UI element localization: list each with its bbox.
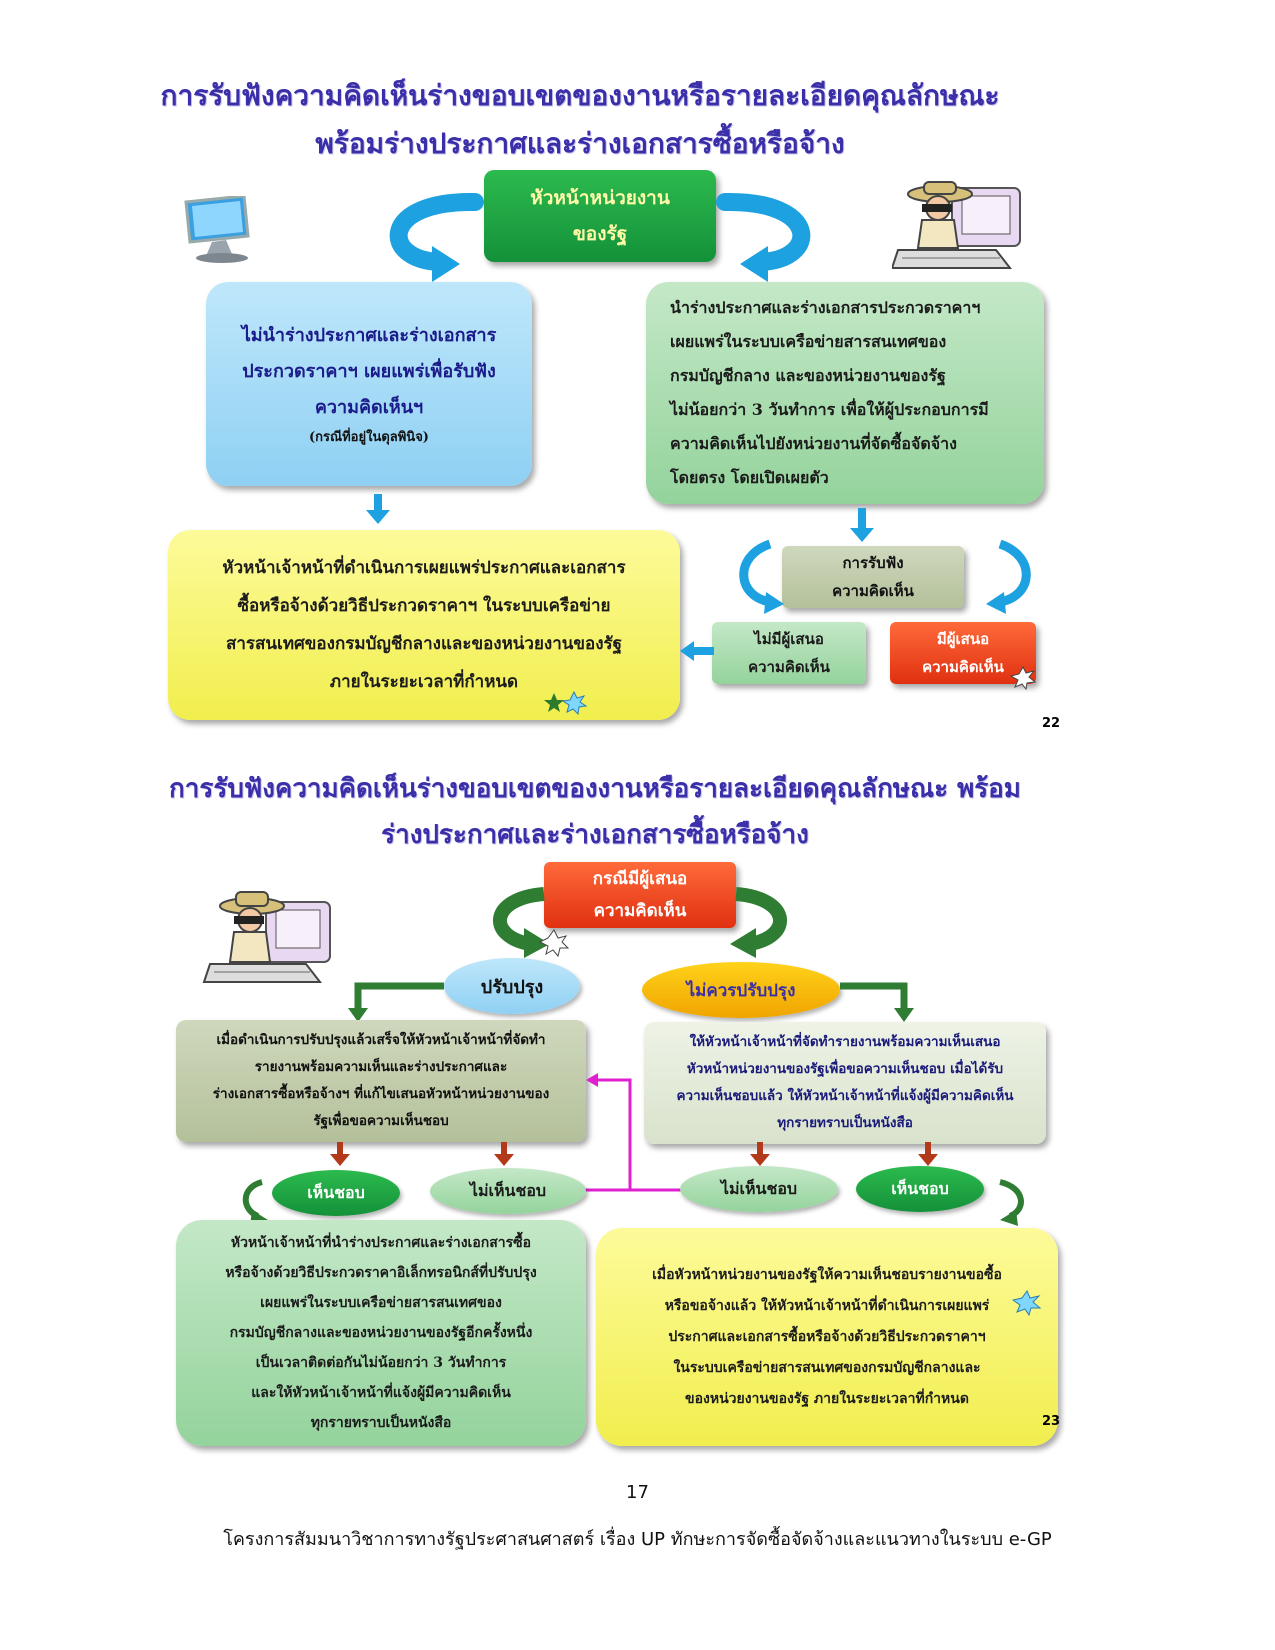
s2-bl-line2: หรือจ้างด้วยวิธีประกวดราคาอิเล็กทรอนิกส์… [225, 1265, 537, 1281]
s2-left-line2: รายงานพร้อมความเห็นและร่างประกาศและ [254, 1059, 508, 1075]
slide2-page-no: 23 [1042, 1414, 1061, 1429]
s2-right-line1: ให้หัวหน้าเจ้าหน้าที่จัดทำรายงานพร้อมควา… [689, 1034, 1001, 1050]
yellow-box-line2: ซื้อหรือจ้างด้วยวิธีประกวดราคาฯ ในระบบเค… [237, 596, 611, 616]
slide1-listen-box: การรับฟัง ความคิดเห็น [782, 546, 964, 608]
no-comment-line1: ไม่มีผู้เสนอ [754, 630, 824, 648]
monitor-icon [184, 196, 250, 263]
disapprove-right: ไม่เห็นชอบ [680, 1166, 838, 1212]
slide2-bottom-left-box: หัวหน้าเจ้าหน้าที่นำร่างประกาศและร่างเอก… [176, 1220, 586, 1446]
elbow-arrows [348, 982, 914, 1022]
s2-right-line2: หัวหน้าหน่วยงานของรัฐเพื่อขอความเห็นชอบ … [686, 1061, 1004, 1077]
approve-right-text: เห็นชอบ [891, 1178, 949, 1198]
s2-right-line4: ทุกรายทราบเป็นหนังสือ [777, 1115, 913, 1131]
slide1-curve-arrows [389, 192, 811, 282]
disapprove-right-text: ไม่เห็นชอบ [720, 1178, 798, 1198]
case-box-line1: กรณีมีผู้เสนอ [592, 869, 688, 889]
s2-br-line4: ในระบบเครือข่ายสารสนเทศของกรมบัญชีกลางแล… [673, 1359, 981, 1376]
listen-box-line2: ความคิดเห็น [832, 582, 914, 600]
left-box-note: (กรณีที่อยู่ในดุลพินิจ) [309, 430, 429, 445]
no-comment-line2: ความคิดเห็น [748, 658, 830, 676]
s2-right-line3: ความเห็นชอบแล้ว ให้หัวหน้าเจ้าหน้าที่แจ้… [676, 1088, 1014, 1104]
listen-box-line1: การรับฟัง [842, 554, 904, 572]
slide1-no-comment-box: ไม่มีผู้เสนอ ความคิดเห็น [712, 622, 866, 684]
slide2-curve-arrows [493, 887, 787, 958]
left-arrow-to-yellow [680, 641, 714, 661]
down-arrow-right [850, 508, 874, 542]
slide2-title-line2: ร่างประกาศและร่างเอกสารซื้อหรือจ้าง [381, 820, 809, 850]
down-arrow-left [366, 494, 390, 524]
s2-left-line4: รัฐเพื่อขอความเห็นชอบ [313, 1113, 449, 1129]
s2-br-line2: หรือขอจ้างแล้ว ให้หัวหน้าเจ้าหน้าที่ดำเน… [664, 1297, 990, 1314]
listen-curve-arrows [739, 539, 1031, 614]
right-box-line6: โดยตรง โดยเปิดเผยตัว [670, 468, 829, 487]
disapprove-left-text: ไม่เห็นชอบ [469, 1180, 547, 1200]
curve-arrow-left [389, 192, 484, 271]
curve-arrow-right [716, 192, 811, 271]
s2-br-line1: เมื่อหัวหน้าหน่วยงานของรัฐให้ความเห็นชอบ… [652, 1266, 1002, 1283]
slide2-title-line1: การรับฟังความคิดเห็นร่างขอบเขตของงานหรือ… [169, 774, 1021, 804]
approve-left-text: เห็นชอบ [307, 1182, 365, 1202]
yellow-box-line1: หัวหน้าเจ้าหน้าที่ดำเนินการเผยแพร่ประกาศ… [222, 558, 626, 578]
s2-br-line5: ของหน่วยงานของรัฐ ภายในระยะเวลาที่กำหนด [685, 1390, 969, 1407]
slide1-yellow-box: หัวหน้าเจ้าหน้าที่ดำเนินการเผยแพร่ประกาศ… [168, 530, 680, 720]
right-box-line2: เผยแพร่ในระบบเครือข่ายสารสนเทศของ [670, 332, 947, 351]
slide2-bottom-right-box: เมื่อหัวหน้าหน่วยงานของรัฐให้ความเห็นชอบ… [596, 1228, 1058, 1446]
red-down-arrows [330, 1142, 938, 1166]
slide1-title: การรับฟังความคิดเห็นร่างขอบเขตของงานหรือ… [140, 72, 1020, 168]
head-box-line2: ของรัฐ [572, 223, 628, 245]
slide2-case-box: กรณีมีผู้เสนอ ความคิดเห็น [544, 862, 736, 928]
footer-page-number: 17 [626, 1482, 649, 1503]
s2-br-line3: ประกาศและเอกสารซื้อหรือจ้างด้วยวิธีประกว… [668, 1328, 986, 1345]
burst-icon-2 [1012, 1290, 1042, 1316]
footer-text: โครงการสัมมนาวิชาการทางรัฐประศาสนศาสตร์ … [223, 1529, 1052, 1550]
right-box-line5: ความคิดเห็นไปยังหน่วยงานที่จัดซื้อจัดจ้า… [670, 434, 957, 453]
s2-bl-line4: กรมบัญชีกลางและของหน่วยงานของรัฐอีกครั้ง… [229, 1325, 533, 1341]
slide1-title-line2: พร้อมร่างประกาศและร่างเอกสารซื้อหรือจ้าง [315, 127, 845, 160]
right-box-line4: ไม่น้อยกว่า 3 วันทำการ เพื่อให้ผู้ประกอบ… [670, 400, 989, 419]
s2-bl-line3: เผยแพร่ในระบบเครือข่ายสารสนเทศของ [260, 1295, 502, 1311]
no-improve-label-text: ไม่ควรปรับปรุง [686, 980, 796, 1001]
slide1-has-comment-box: มีผู้เสนอ ความคิดเห็น [890, 622, 1036, 684]
improve-label-text: ปรับปรุง [480, 976, 544, 998]
improve-label: ปรับปรุง [444, 958, 580, 1014]
left-box-line3: ความคิดเห็นฯ [314, 397, 424, 418]
disapprove-left: ไม่เห็นชอบ [430, 1168, 586, 1214]
approve-left: เห็นชอบ [272, 1170, 400, 1216]
arrowhead-left [432, 246, 460, 282]
slide1-page-no: 22 [1042, 716, 1061, 731]
right-box-line1: นำร่างประกาศและร่างเอกสารประกวดราคาฯ [670, 298, 981, 317]
left-box-line2: ประกวดราคาฯ เผยแพร่เพื่อรับฟัง [242, 361, 496, 382]
approve-right: เห็นชอบ [856, 1166, 984, 1212]
case-box-line2: ความคิดเห็น [593, 901, 687, 921]
slide1-right-box: นำร่างประกาศและร่างเอกสารประกวดราคาฯ เผย… [646, 282, 1044, 504]
head-box-line1: หัวหน้าหน่วยงาน [530, 187, 670, 209]
s2-left-line1: เมื่อดำเนินการปรับปรุงแล้วเสร็จให้หัวหน้… [216, 1032, 546, 1048]
slide1-title-line1: การรับฟังความคิดเห็นร่างขอบเขตของงานหรือ… [160, 79, 1000, 112]
magenta-feedback-line [580, 1073, 682, 1192]
star-icon [544, 690, 588, 716]
spy-computer-icon [892, 181, 1021, 269]
s2-bl-line1: หัวหน้าเจ้าหน้าที่นำร่างประกาศและร่างเอก… [230, 1235, 532, 1251]
burst-icon [1010, 666, 1036, 690]
slide1-left-box: ไม่นำร่างประกาศและร่างเอกสาร ประกวดราคาฯ… [206, 282, 532, 486]
arrowhead-right [740, 246, 768, 282]
approve-curve-arrows [242, 1179, 1024, 1226]
yellow-box-line3: สารสนเทศของกรมบัญชีกลางและของหน่วยงานของ… [225, 634, 623, 654]
s2-bl-line6: และให้หัวหน้าเจ้าหน้าที่แจ้งผู้มีความคิด… [251, 1385, 511, 1401]
s2-bl-line5: เป็นเวลาติดต่อกันไม่น้อยกว่า 3 วันทำการ [255, 1355, 507, 1371]
s2-bl-line7: ทุกรายทราบเป็นหนังสือ [310, 1415, 452, 1431]
slide2-right-box: ให้หัวหน้าเจ้าหน้าที่จัดทำรายงานพร้อมควา… [644, 1022, 1046, 1144]
spy-computer-icon-2 [202, 891, 331, 983]
s2-left-line3: ร่างเอกสารซื้อหรือจ้างฯ ที่แก้ไขเสนอหัวห… [212, 1086, 550, 1102]
right-box-line3: กรมบัญชีกลาง และของหน่วยงานของรัฐ [670, 366, 946, 385]
slide1-head-box: หัวหน้าหน่วยงาน ของรัฐ [484, 170, 716, 262]
has-comment-line1: มีผู้เสนอ [936, 630, 990, 648]
no-improve-label: ไม่ควรปรับปรุง [642, 962, 840, 1018]
left-box-line1: ไม่นำร่างประกาศและร่างเอกสาร [241, 325, 497, 346]
slide2-left-box: เมื่อดำเนินการปรับปรุงแล้วเสร็จให้หัวหน้… [176, 1020, 586, 1142]
yellow-box-line4: ภายในระยะเวลาที่กำหนด [329, 672, 519, 692]
has-comment-line2: ความคิดเห็น [922, 658, 1004, 676]
slide2-title: การรับฟังความคิดเห็นร่างขอบเขตของงานหรือ… [110, 766, 1080, 858]
